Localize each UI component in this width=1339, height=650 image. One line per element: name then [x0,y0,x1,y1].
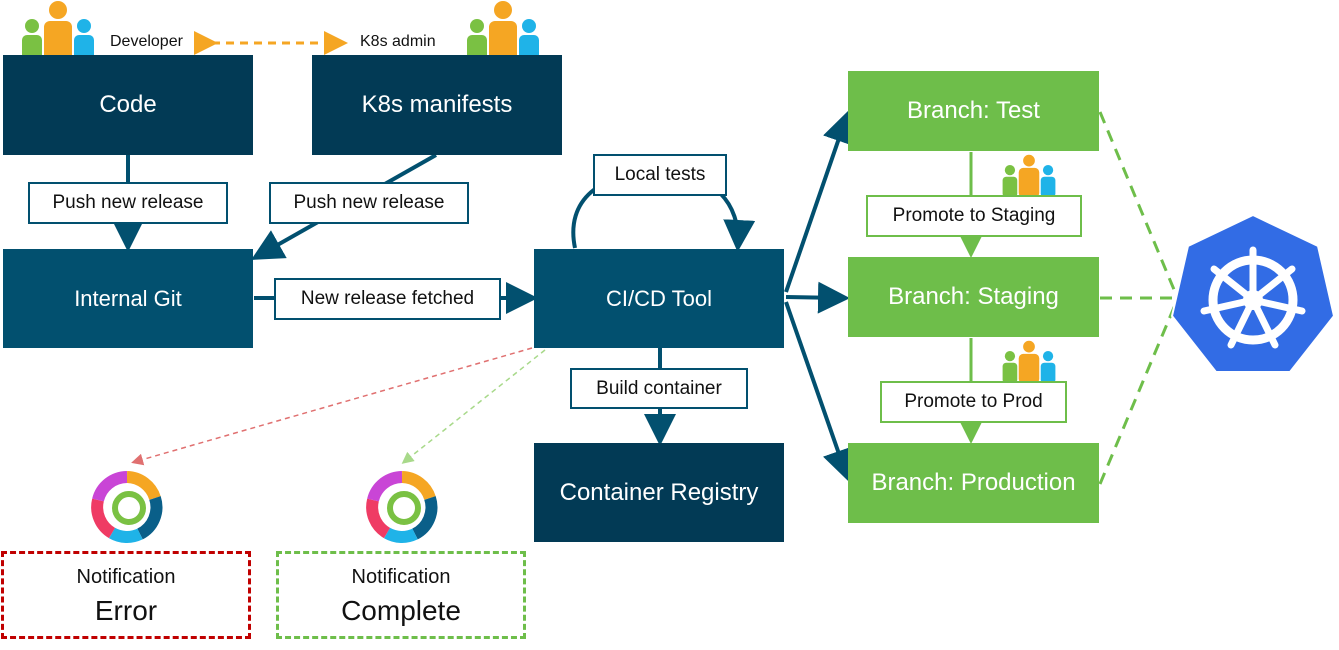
push-release-label: Push new release [28,182,228,224]
notification-title: Notification [351,566,451,588]
local-tests-label: Local tests [593,154,727,196]
edge-test-k8s [1098,111,1177,293]
people-group-icon [1002,154,1056,198]
notification-title: Notification [76,566,176,588]
new-release-fetched-label: New release fetched [274,278,501,320]
k8s-manifests-node: K8s manifests [312,55,562,155]
container-registry-node: Container Registry [534,443,784,542]
edge-cicd-staging [785,281,850,314]
push-release-label: Push new release [269,182,469,224]
webex-teams-icon [91,471,163,543]
edge-cicd-error [131,347,533,466]
branch-staging-node: Branch: Staging [848,257,1099,337]
build-container-label: Build container [570,368,748,409]
notification-status: Complete [341,595,461,626]
code-node: Code [3,55,253,155]
edge-prod-k8s [1098,304,1177,485]
notification-error: Notification Error [1,551,251,639]
kubernetes-icon [1170,213,1336,373]
developer-role-label: Developer [110,33,183,50]
webex-teams-icon [366,471,438,543]
promote-staging-label: Promote to Staging [866,195,1082,237]
edge-cicd-production [784,301,854,482]
cicd-tool-node: CI/CD Tool [534,249,784,348]
branch-production-node: Branch: Production [848,443,1099,523]
notification-status: Error [94,595,158,626]
k8s-admin-role-label: K8s admin [360,33,436,50]
promote-prod-label: Promote to Prod [880,381,1067,423]
branch-test-node: Branch: Test [848,71,1099,151]
notification-complete: Notification Complete [276,551,526,639]
people-group-icon [1002,340,1056,384]
edge-cicd-complete [401,349,546,464]
edge-cicd-test [784,110,854,293]
internal-git-node: Internal Git [3,249,253,348]
